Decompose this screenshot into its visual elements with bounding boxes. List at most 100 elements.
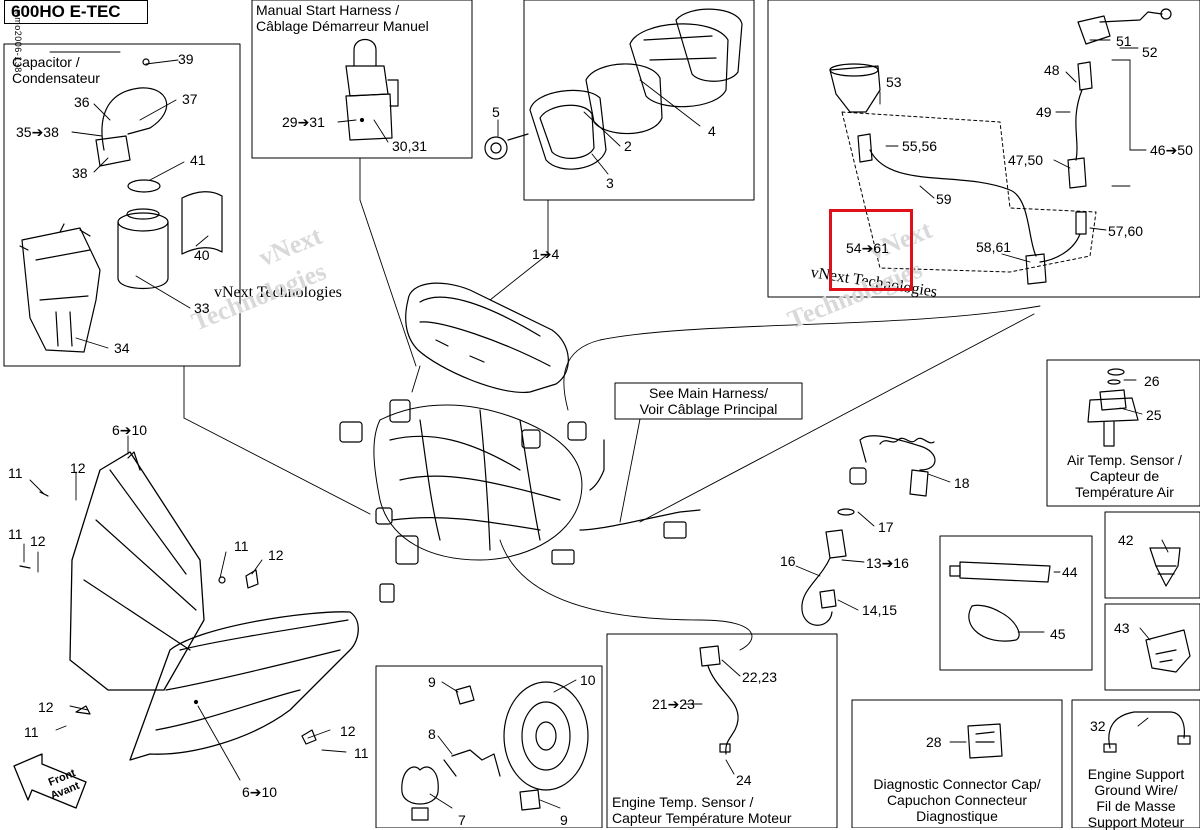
callout-25: 25 — [1146, 407, 1162, 423]
callout-17: 17 — [878, 519, 894, 535]
callout-11-a: 11 — [8, 465, 23, 481]
callout-43: 43 — [1114, 620, 1130, 636]
callout-12-e: 12 — [340, 723, 356, 739]
callout-35-38: 35➔38 — [16, 124, 59, 140]
callout-28: 28 — [926, 734, 942, 750]
callout-32: 32 — [1090, 718, 1106, 734]
capacitor-parts — [19, 58, 223, 353]
callout-1-4: 1➔4 — [532, 246, 560, 262]
callout-22-23: 22,23 — [742, 669, 778, 685]
callout-11-b: 11 — [8, 526, 23, 542]
headlamp-parts — [19, 451, 359, 761]
callout-10: 10 — [580, 672, 596, 688]
manual-start-caption: Manual Start Harness / Câblage Démarreur… — [256, 2, 429, 34]
callout-54-61: 54➔61 — [846, 240, 889, 256]
callout-51: 51 — [1116, 33, 1132, 49]
engine-support-caption: Engine Support Ground Wire/ Fil de Masse… — [1087, 766, 1185, 830]
watermark-line-left: vNext Technologies — [214, 284, 342, 301]
diagnostic-caption: Diagnostic Connector Cap/ Capuchon Conne… — [873, 776, 1041, 824]
callout-52: 52 — [1142, 44, 1158, 60]
engine-temp-caption: Engine Temp. Sensor / Capteur Températur… — [612, 794, 792, 826]
callout-24: 24 — [736, 772, 752, 788]
callout-55-56: 55,56 — [902, 138, 938, 154]
callout-47-50: 47,50 — [1008, 152, 1044, 168]
callout-49: 49 — [1036, 104, 1052, 120]
highlight-box — [829, 209, 913, 291]
callout-13-16: 13➔16 — [866, 555, 909, 571]
callout-12-d: 12 — [38, 699, 54, 715]
capacitor-caption: Capacitor / Condensateur — [12, 54, 100, 86]
screw-42-box-frame — [1104, 511, 1200, 599]
callout-59: 59 — [936, 191, 952, 207]
main-harness-box-frame — [614, 382, 803, 420]
right-harness-box-frame — [767, 0, 1200, 298]
air-temp-caption: Air Temp. Sensor / Capteur de Températur… — [1067, 452, 1182, 500]
engine-temp-box-frame — [606, 633, 838, 828]
central-cluster — [339, 282, 701, 603]
callout-57-60: 57,60 — [1108, 223, 1144, 239]
callout-9-a: 9 — [428, 674, 436, 690]
manual-start-box-frame — [251, 0, 473, 159]
manual-start-parts — [345, 38, 399, 141]
callout-6-10-top: 6➔10 — [112, 422, 148, 438]
callout-11-e: 11 — [354, 745, 369, 761]
callout-4: 4 — [708, 123, 716, 139]
callout-39: 39 — [178, 51, 194, 67]
gauge-parts — [484, 8, 743, 170]
leader-lines — [23, 39, 1169, 809]
callout-11-c: 11 — [234, 538, 249, 554]
air-temp-box-frame — [1046, 359, 1200, 507]
kit-parts — [949, 547, 1191, 759]
callout-14-15: 14,15 — [862, 602, 898, 618]
right-harness-parts — [829, 8, 1172, 285]
callout-3: 3 — [606, 175, 614, 191]
callout-12-c: 12 — [268, 547, 284, 563]
capacitor-box-frame — [3, 43, 241, 367]
grease-box-frame — [939, 535, 1093, 671]
main-harness-caption: See Main Harness/ Voir Câblage Principal — [639, 385, 778, 417]
ground-wire-box-frame — [1071, 699, 1200, 828]
callout-9-b: 9 — [560, 812, 568, 828]
callout-8: 8 — [428, 726, 436, 742]
callout-33: 33 — [194, 300, 210, 316]
callout-36: 36 — [74, 94, 90, 110]
callout-12-b: 12 — [30, 533, 46, 549]
engine-temp-parts — [699, 645, 739, 755]
dashed-enclosure — [841, 111, 1097, 273]
callout-2: 2 — [624, 138, 632, 154]
callout-44: 44 — [1062, 564, 1078, 580]
callout-53: 53 — [886, 74, 902, 90]
clip-43-box-frame — [1104, 603, 1200, 691]
headlamp-kit-parts — [401, 681, 589, 821]
callout-41: 41 — [190, 152, 206, 168]
callout-40: 40 — [194, 247, 210, 263]
callout-37: 37 — [182, 91, 198, 107]
callout-16: 16 — [780, 553, 796, 569]
callout-48: 48 — [1044, 62, 1060, 78]
tether-parts — [801, 435, 936, 626]
callout-38: 38 — [72, 165, 88, 181]
callout-5: 5 — [492, 104, 500, 120]
callout-46-50: 46➔50 — [1150, 142, 1193, 158]
front-arrow — [13, 753, 87, 809]
callout-29-31: 29➔31 — [282, 114, 325, 130]
headlamp-kit-box-frame — [375, 665, 603, 828]
callout-11-d: 11 — [24, 724, 39, 740]
callout-21-23: 21➔23 — [652, 696, 695, 712]
callout-26: 26 — [1144, 373, 1160, 389]
model-title: 600HO E-TEC — [4, 0, 148, 24]
callout-12-a: 12 — [70, 460, 86, 476]
callout-42: 42 — [1118, 532, 1134, 548]
callout-58-61: 58,61 — [976, 239, 1012, 255]
diagnostic-box-frame — [851, 699, 1063, 828]
gauge-box-frame — [523, 0, 755, 201]
callout-18: 18 — [954, 475, 970, 491]
air-temp-parts — [1087, 368, 1139, 447]
callout-34: 34 — [114, 340, 130, 356]
callout-30-31: 30,31 — [392, 138, 428, 154]
callout-7: 7 — [458, 812, 466, 828]
callout-45: 45 — [1050, 626, 1066, 642]
callout-6-10-bot: 6➔10 — [242, 784, 278, 800]
